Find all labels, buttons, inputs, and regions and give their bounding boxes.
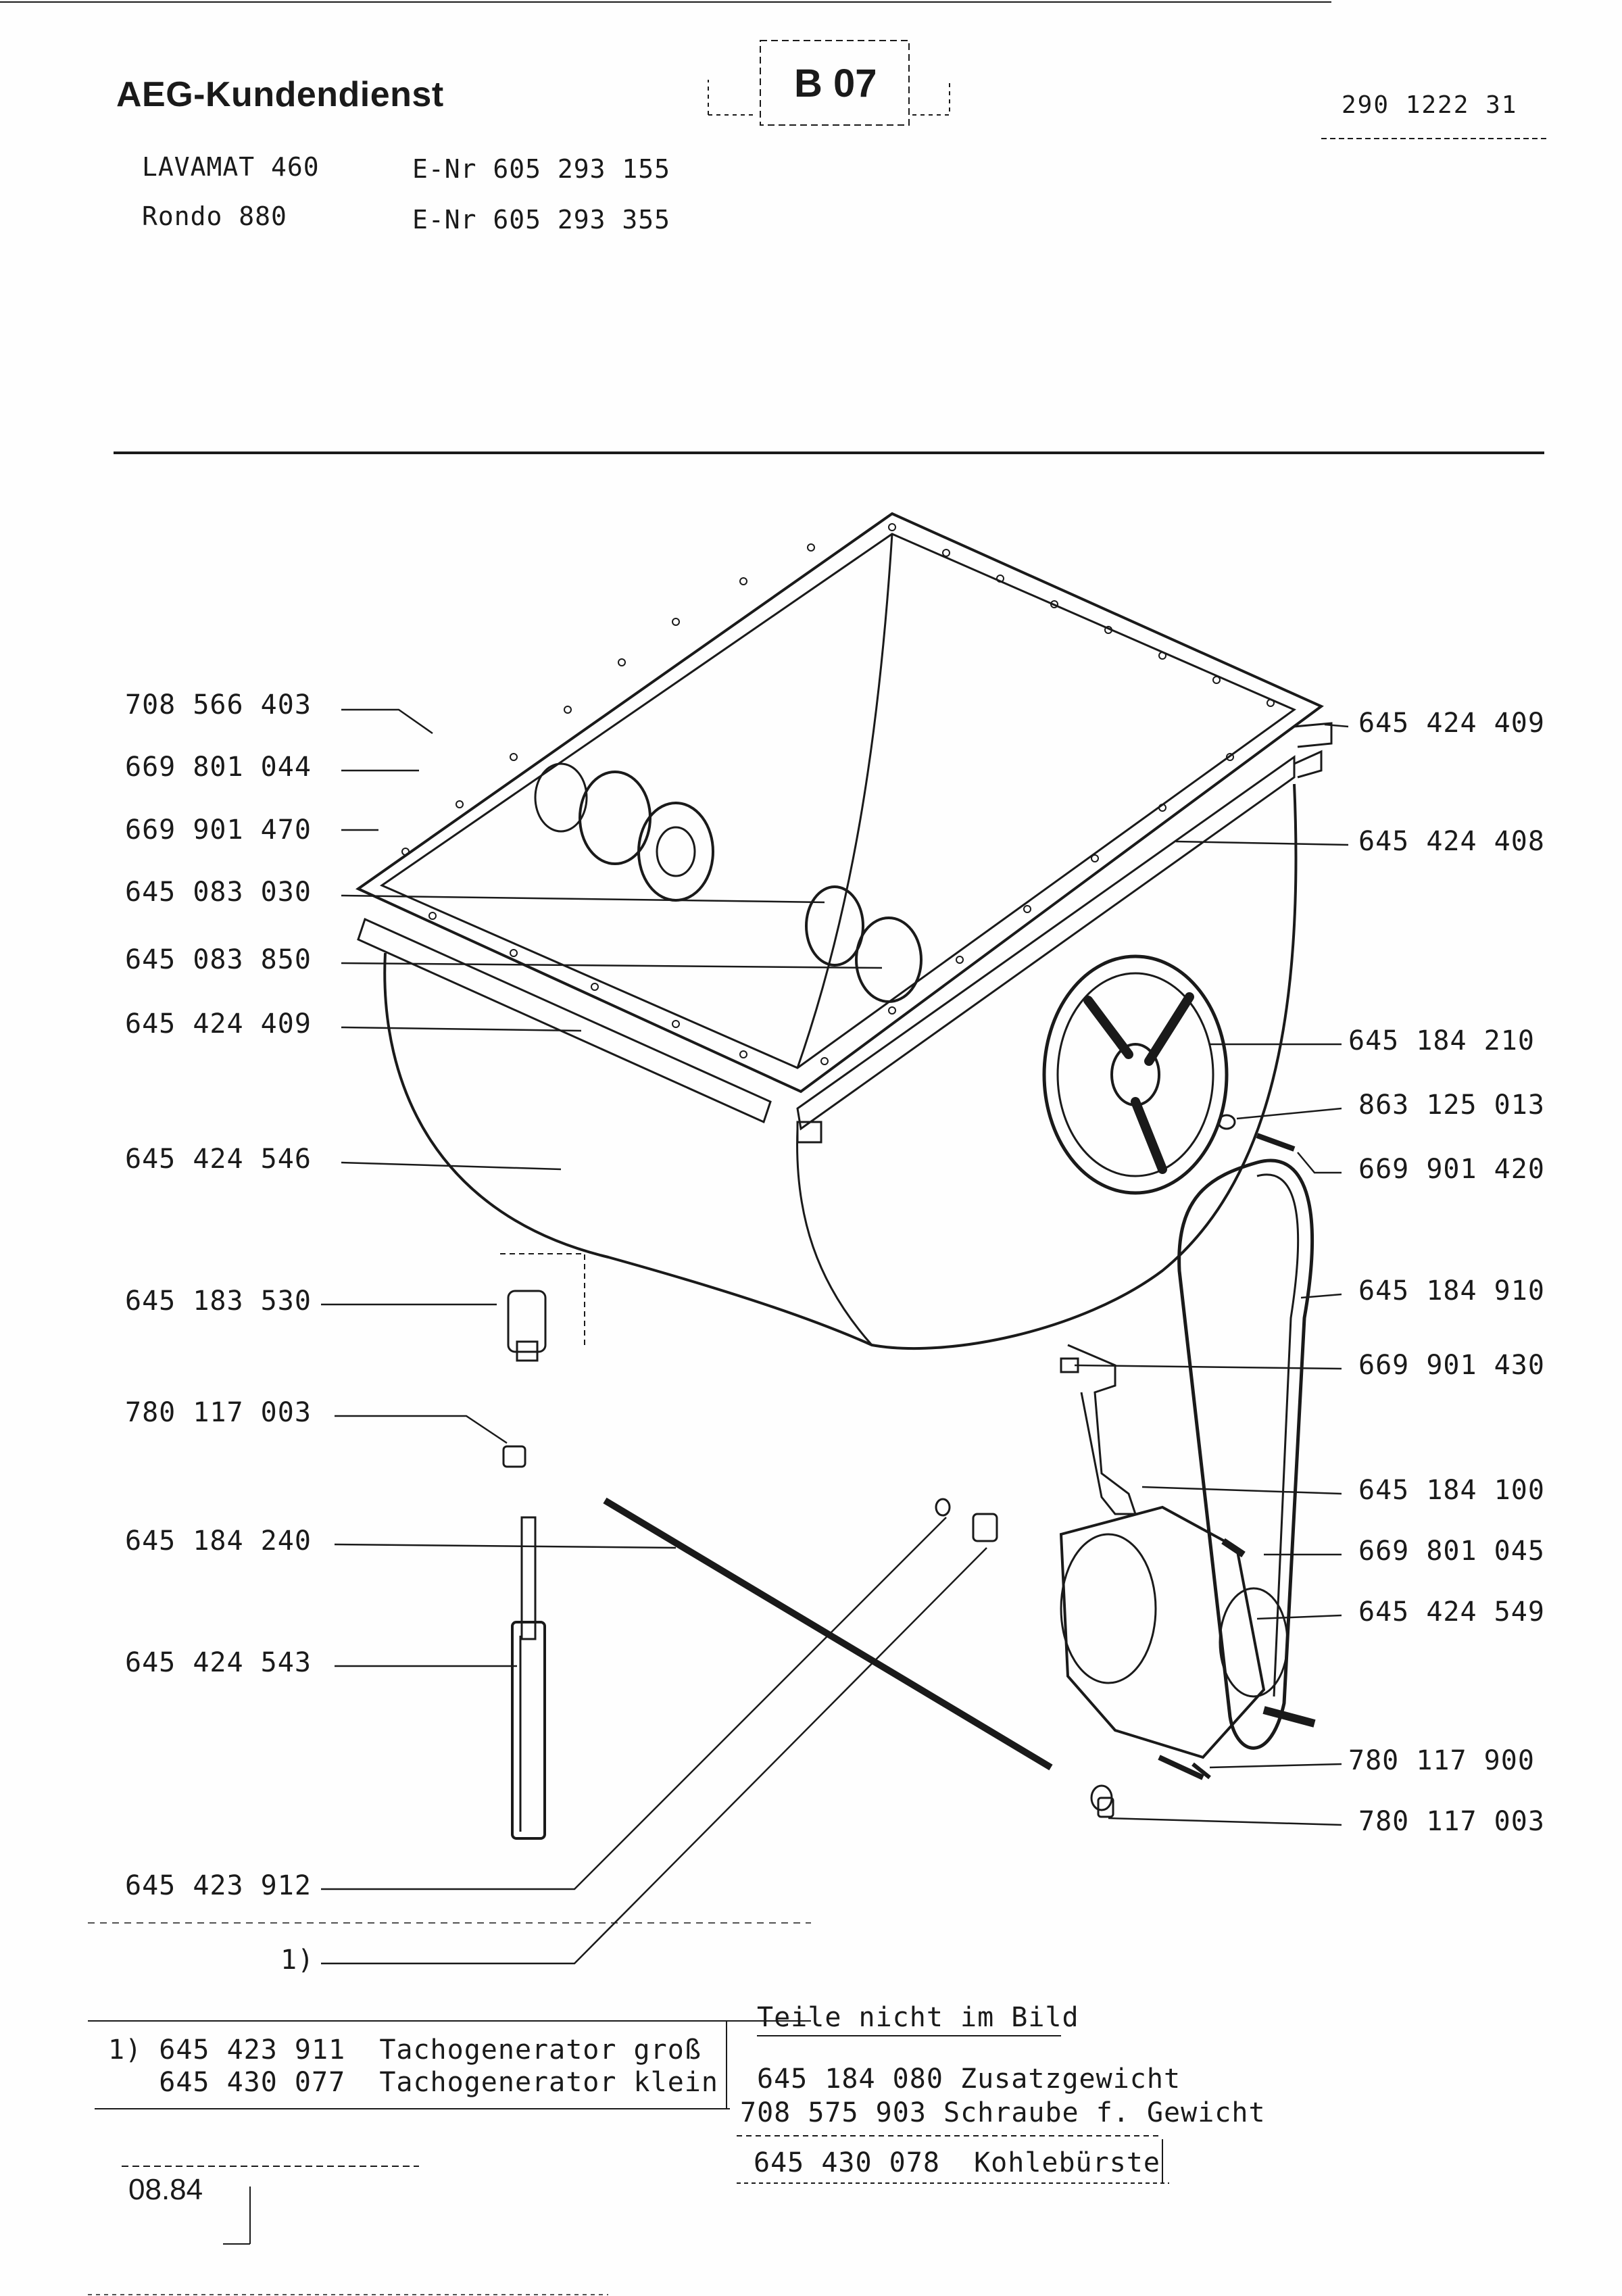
document-number: 290 1222 31 [1342,91,1518,119]
part-number-callout: 863 125 013 [1358,1090,1545,1121]
parts-not-shown-heading: Teile nicht im Bild [757,2002,1079,2033]
footnote-line: 645 430 077 Tachogenerator klein [108,2067,718,2098]
part-number-callout: 645 183 530 [125,1286,312,1317]
model-enr: E-Nr 605 293 155 [412,154,671,184]
part-number-callout: 645 083 030 [125,877,312,908]
footnote-line: 1) 645 423 911 Tachogenerator groß [108,2034,702,2066]
model-name: LAVAMAT 460 [142,152,320,182]
part-number-callout: 645 424 408 [1358,826,1545,857]
part-number-callout: 645 424 409 [1358,708,1545,739]
footnote-marker: 1) [280,1945,315,1976]
part-number-callout: 780 117 900 [1348,1745,1535,1776]
page-code: B 07 [794,62,877,105]
part-number-callout: 669 901 470 [125,814,312,846]
part-number-callout: 645 083 850 [125,944,312,975]
part-number-callout: 645 184 210 [1348,1025,1535,1056]
parts-not-shown-item: 645 430 078 Kohlebürste [754,2147,1160,2178]
part-number-callout: 780 117 003 [125,1397,312,1428]
part-number-callout: 669 801 045 [1358,1536,1545,1567]
parts-not-shown-item: 645 184 080 Zusatzgewicht [757,2063,1181,2095]
part-number-callout: 645 424 409 [125,1008,312,1040]
part-number-callout: 645 184 100 [1358,1475,1545,1506]
part-number-callout: 645 424 549 [1358,1596,1545,1628]
part-number-callout: 669 901 420 [1358,1154,1545,1185]
part-number-callout: 708 566 403 [125,689,312,720]
part-number-callout: 669 801 044 [125,752,312,783]
page-title: AEG-Kundendienst [116,75,444,114]
parts-not-shown-item: 708 575 903 Schraube f. Gewicht [740,2097,1266,2128]
part-number-callout: 645 184 240 [125,1525,312,1557]
part-number-callout: 645 424 546 [125,1144,312,1175]
model-name: Rondo 880 [142,201,287,231]
model-enr: E-Nr 605 293 355 [412,205,671,235]
part-number-callout: 780 117 003 [1358,1806,1545,1837]
part-number-callout: 645 424 543 [125,1647,312,1678]
part-number-callout: 645 423 912 [125,1870,312,1901]
part-number-callout: 645 184 910 [1358,1275,1545,1306]
issue-date: 08.84 [128,2173,203,2206]
part-number-callout: 669 901 430 [1358,1350,1545,1381]
